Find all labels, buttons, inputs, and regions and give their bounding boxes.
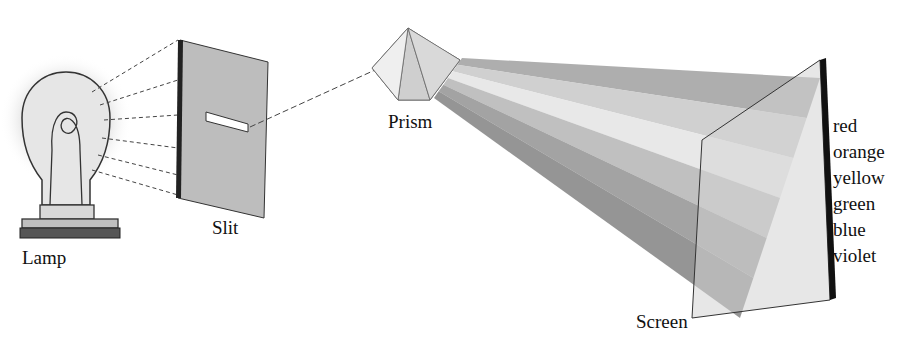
slit-plate <box>176 40 268 218</box>
part-label: Slit <box>212 218 238 239</box>
prism <box>372 28 460 100</box>
color-label: orange <box>833 142 885 163</box>
part-label: Screen <box>636 312 688 333</box>
lamp <box>0 54 132 238</box>
part-label: Prism <box>388 112 432 133</box>
color-label: blue <box>833 220 866 241</box>
color-label: green <box>833 194 875 215</box>
part-label: Lamp <box>22 248 66 269</box>
light-ray <box>250 70 375 127</box>
color-label: violet <box>833 246 876 267</box>
screen <box>692 58 836 318</box>
color-label: red <box>833 116 857 137</box>
light-rays <box>92 40 178 195</box>
color-label: yellow <box>833 168 885 189</box>
